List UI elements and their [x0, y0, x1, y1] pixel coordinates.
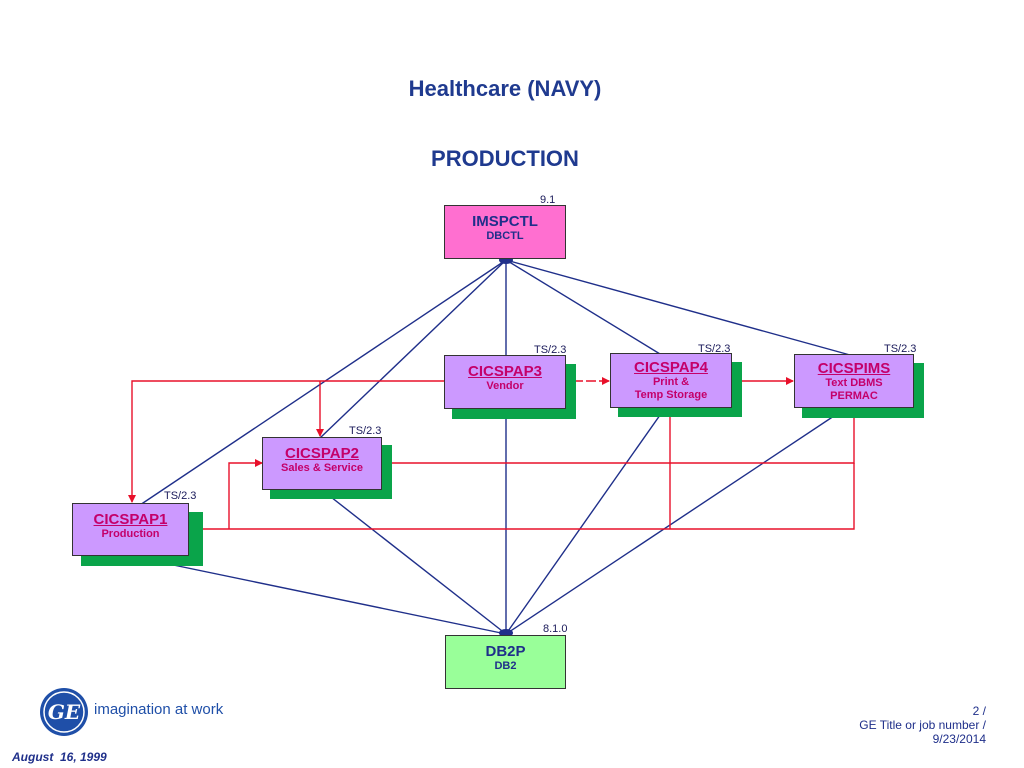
node-cicspap1-sub: Production	[101, 528, 160, 541]
node-cicspap2[interactable]: CICSPAP2 Sales & Service	[262, 437, 382, 490]
node-cicspims-version: TS/2.3	[884, 343, 917, 355]
link-cicspap4-imspctl	[505, 259, 661, 355]
node-db2p-version: 8.1.0	[543, 623, 568, 635]
node-cicspap3-name: CICSPAP3	[468, 363, 542, 380]
footer-date-right: 9/23/2014	[932, 732, 986, 746]
node-cicspap2-version: TS/2.3	[349, 425, 382, 437]
link-cicspap1-imspctl	[139, 259, 507, 506]
node-cicspims-sub1: Text DBMS	[825, 377, 883, 390]
arrow-cicspims-cicspap1	[187, 463, 855, 533]
node-cicspims-name: CICSPIMS	[817, 360, 891, 377]
svg-text:GE: GE	[48, 700, 81, 724]
footer-date-left: August 16, 1999	[12, 750, 107, 764]
link-cicspims-imspctl	[505, 259, 851, 356]
page-title: Healthcare (NAVY)	[408, 76, 602, 101]
link-cicspims-db2p	[505, 407, 847, 635]
logo-tagline: imagination at work	[94, 701, 224, 718]
node-cicspap1-name: CICSPAP1	[93, 511, 168, 528]
node-imspctl-sub: DBCTL	[486, 230, 524, 243]
node-cicspap1[interactable]: CICSPAP1 Production	[72, 503, 189, 556]
ge-logo-icon: GE	[40, 688, 88, 736]
node-db2p-sub: DB2	[494, 660, 517, 673]
node-cicspims-sub2: PERMAC	[830, 389, 878, 402]
node-imspctl-name: IMSPCTL	[472, 213, 538, 230]
node-cicspap3[interactable]: CICSPAP3 Vendor	[444, 355, 566, 409]
node-cicspap2-name: CICSPAP2	[285, 445, 359, 462]
node-cicspap1-version: TS/2.3	[164, 490, 197, 502]
link-cicspap4-db2p	[505, 407, 666, 635]
node-cicspap2-sub: Sales & Service	[281, 462, 363, 475]
link-cicspap2-db2p	[321, 489, 507, 635]
node-cicspap3-version: TS/2.3	[534, 344, 567, 356]
arrow-cicspap3-cicspap1	[128, 380, 444, 503]
node-cicspims[interactable]: CICSPIMS Text DBMS PERMAC	[794, 354, 914, 408]
node-cicspap4-name: CICSPAP4	[634, 359, 708, 376]
node-imspctl-version: 9.1	[540, 194, 556, 206]
footer-page: 2 /	[972, 704, 986, 718]
node-cicspap3-sub: Vendor	[486, 380, 524, 393]
node-cicspap4-sub2: Temp Storage	[634, 388, 708, 401]
arrow-cicspap1-cicspap2	[228, 459, 263, 529]
node-cicspap4-sub1: Print &	[652, 376, 690, 389]
node-imspctl[interactable]: IMSPCTL DBCTL	[444, 205, 566, 259]
node-cicspap4[interactable]: CICSPAP4 Print & Temp Storage	[610, 353, 732, 408]
footer-job: GE Title or job number /	[859, 718, 986, 732]
node-cicspap4-version: TS/2.3	[698, 343, 731, 355]
page-subtitle: PRODUCTION	[431, 146, 579, 171]
node-db2p-name: DB2P	[485, 643, 526, 660]
node-db2p[interactable]: DB2P DB2	[445, 635, 566, 689]
link-cicspap1-db2p	[129, 555, 507, 635]
link-cicspap2-imspctl	[319, 259, 507, 439]
